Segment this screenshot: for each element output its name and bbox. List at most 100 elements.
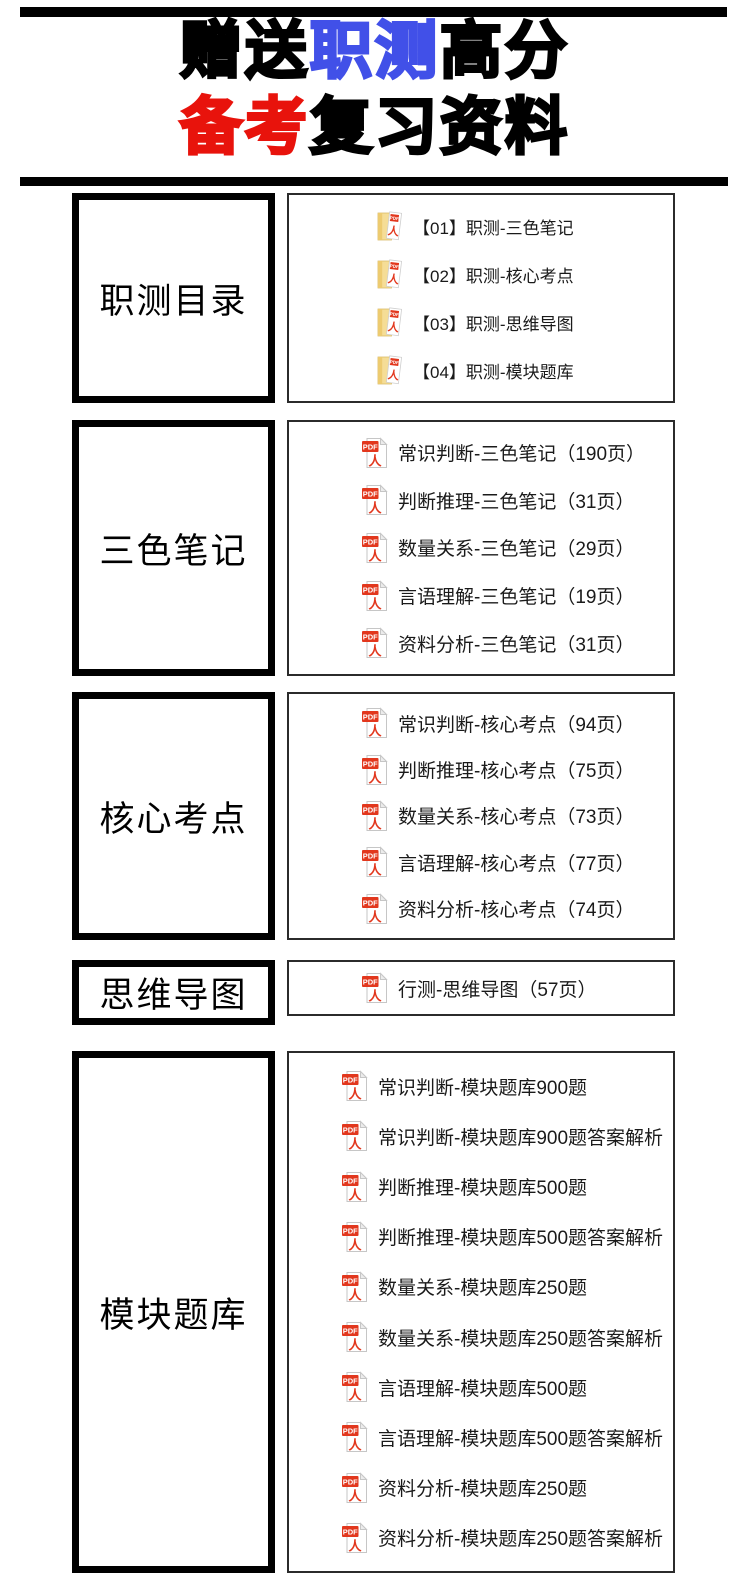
svg-text:PDF: PDF (363, 633, 378, 642)
file-name: 资料分析-模块题库250题答案解析 (378, 1529, 664, 1551)
section-label: 思维导图 (99, 976, 248, 1015)
svg-text:PDF: PDF (363, 852, 378, 861)
file-row[interactable]: PDF 人 判断推理-模块题库500题 (289, 1170, 673, 1204)
svg-text:PDF: PDF (363, 490, 378, 499)
title-segment: 职测 (308, 16, 440, 88)
divider-rule-bar (20, 177, 728, 186)
file-name: 数量关系-三色笔记（29页） (398, 539, 635, 561)
pdf-file-icon: PDF 人 (362, 753, 388, 785)
svg-text:PDF: PDF (343, 1427, 358, 1436)
svg-text:人: 人 (387, 271, 401, 286)
title-segment: 高分 (438, 16, 571, 88)
pdf-file-icon: PDF 人 (342, 1120, 368, 1152)
file-name: 判断推理-核心考点（75页） (398, 761, 635, 783)
file-row[interactable]: PDF 人 言语理解-核心考点（77页） (289, 845, 673, 879)
title-line-1: 赠送职测高分 (0, 14, 750, 90)
pdf-file-icon: PDF 人 (362, 627, 388, 659)
file-row[interactable]: PDF 人 数量关系-核心考点（73页） (289, 799, 673, 833)
file-row[interactable]: PDF 人 【01】职测-三色笔记 (289, 209, 673, 243)
file-row[interactable]: PDF 人 常识判断-模块题库900题 (289, 1069, 673, 1103)
file-name: 【03】职测-思维导图 (413, 314, 574, 334)
svg-text:PDF: PDF (343, 1126, 358, 1135)
svg-text:人: 人 (348, 1187, 362, 1202)
svg-text:PDF: PDF (343, 1226, 358, 1235)
pdf-file-icon: PDF 人 (342, 1471, 368, 1503)
pdf-file-icon: PDF 人 (342, 1522, 368, 1553)
file-row[interactable]: PDF 人 常识判断-核心考点（94页） (289, 706, 673, 740)
svg-text:PDF: PDF (363, 805, 378, 814)
file-name: 言语理解-模块题库500题答案解析 (378, 1428, 664, 1450)
file-row[interactable]: PDF 人 数量关系-三色笔记（29页） (289, 531, 673, 565)
svg-text:PDF: PDF (363, 898, 378, 907)
pdf-file-icon: PDF 人 (342, 1070, 368, 1102)
section-4: 思维导图 PDF 人 行测-思维导图（57页） (72, 960, 675, 1025)
svg-text:PDF: PDF (363, 585, 378, 594)
folder-pdf-icon: PDF 人 (377, 259, 403, 289)
section-label: 职测目录 (99, 281, 248, 321)
pdf-file-icon: PDF 人 (342, 1371, 368, 1403)
title-segment: 备考 (178, 92, 310, 164)
pdf-file-icon: PDF 人 (362, 579, 388, 611)
pdf-file-icon: PDF 人 (342, 1321, 368, 1353)
svg-text:PDF: PDF (390, 215, 400, 221)
svg-text:PDF: PDF (363, 713, 378, 722)
title-line-2: 备考复习资料 (0, 90, 750, 166)
svg-text:PDF: PDF (363, 537, 378, 546)
file-row[interactable]: PDF 人 常识判断-模块题库900题答案解析 (289, 1119, 673, 1153)
folder-pdf-icon: PDF 人 (377, 355, 403, 385)
file-row[interactable]: PDF 人 判断推理-核心考点（75页） (289, 753, 673, 787)
file-name: 数量关系-模块题库250题 (378, 1278, 588, 1300)
file-row[interactable]: PDF 人 资料分析-三色笔记（31页） (289, 626, 673, 660)
section-label-box: 三色笔记 (72, 420, 275, 676)
file-row[interactable]: PDF 人 资料分析-模块题库250题 (289, 1471, 673, 1505)
file-row[interactable]: PDF 人 数量关系-模块题库250题答案解析 (289, 1320, 673, 1354)
svg-text:人: 人 (348, 1087, 362, 1102)
file-row[interactable]: PDF 人 数量关系-模块题库250题 (289, 1270, 673, 1304)
section-5: 模块题库 PDF 人 常识判断-模块题库900题 PDF 人 常识判断-模块题库… (72, 1051, 675, 1573)
file-name: 【04】职测-模块题库 (413, 362, 574, 382)
svg-text:人: 人 (368, 770, 382, 785)
svg-text:PDF: PDF (363, 977, 378, 986)
svg-text:人: 人 (387, 319, 401, 334)
file-row[interactable]: PDF 人 【02】职测-核心考点 (289, 257, 673, 291)
file-row[interactable]: PDF 人 言语理解-三色笔记（19页） (289, 579, 673, 613)
top-rule-bar (20, 7, 727, 17)
svg-text:PDF: PDF (343, 1176, 358, 1185)
svg-text:人: 人 (368, 453, 382, 468)
pdf-file-icon: PDF 人 (362, 484, 388, 516)
section-1: 职测目录 PDF 人 【01】职测-三色笔记 PDF 人 【02】职测-核心考点 (72, 193, 675, 403)
file-row[interactable]: PDF 人 判断推理-模块题库500题答案解析 (289, 1220, 673, 1254)
file-name: 常识判断-模块题库900题答案解析 (378, 1127, 664, 1149)
file-row[interactable]: PDF 人 判断推理-三色笔记（31页） (289, 483, 673, 517)
file-row[interactable]: PDF 人 【03】职测-思维导图 (289, 305, 673, 339)
section-label: 模块题库 (99, 1295, 248, 1335)
pdf-file-icon: PDF 人 (342, 1170, 368, 1202)
svg-text:人: 人 (368, 863, 382, 878)
pdf-file-icon: PDF 人 (362, 532, 388, 563)
svg-text:人: 人 (368, 548, 382, 563)
file-name: 常识判断-模块题库900题 (378, 1077, 588, 1099)
file-name: 资料分析-模块题库250题 (378, 1479, 588, 1501)
file-row[interactable]: PDF 人 行测-思维导图（57页） (289, 971, 673, 1005)
svg-text:人: 人 (348, 1438, 362, 1453)
folder-pdf-icon: PDF 人 (377, 307, 403, 337)
file-list: PDF 人 【01】职测-三色笔记 PDF 人 【02】职测-核心考点 PDF … (287, 193, 675, 403)
pdf-file-icon: PDF 人 (342, 1220, 368, 1252)
section-label-box: 核心考点 (72, 692, 275, 940)
pdf-file-icon: PDF 人 (362, 800, 388, 831)
section-label-box: 模块题库 (72, 1051, 275, 1573)
file-row[interactable]: PDF 人 言语理解-模块题库500题答案解析 (289, 1420, 673, 1454)
file-row[interactable]: PDF 人 资料分析-模块题库250题答案解析 (289, 1521, 673, 1555)
svg-text:PDF: PDF (363, 759, 378, 768)
pdf-file-icon: PDF 人 (342, 1421, 368, 1453)
svg-text:人: 人 (368, 816, 382, 831)
file-name: 常识判断-三色笔记（190页） (398, 444, 646, 466)
file-name: 判断推理-三色笔记（31页） (398, 491, 635, 513)
file-row[interactable]: PDF 人 言语理解-模块题库500题 (289, 1370, 673, 1404)
pdf-file-icon: PDF 人 (362, 436, 388, 468)
svg-text:PDF: PDF (390, 359, 400, 365)
file-row[interactable]: PDF 人 【04】职测-模块题库 (289, 353, 673, 387)
file-row[interactable]: PDF 人 资料分析-核心考点（74页） (289, 892, 673, 926)
file-row[interactable]: PDF 人 常识判断-三色笔记（190页） (289, 436, 673, 470)
